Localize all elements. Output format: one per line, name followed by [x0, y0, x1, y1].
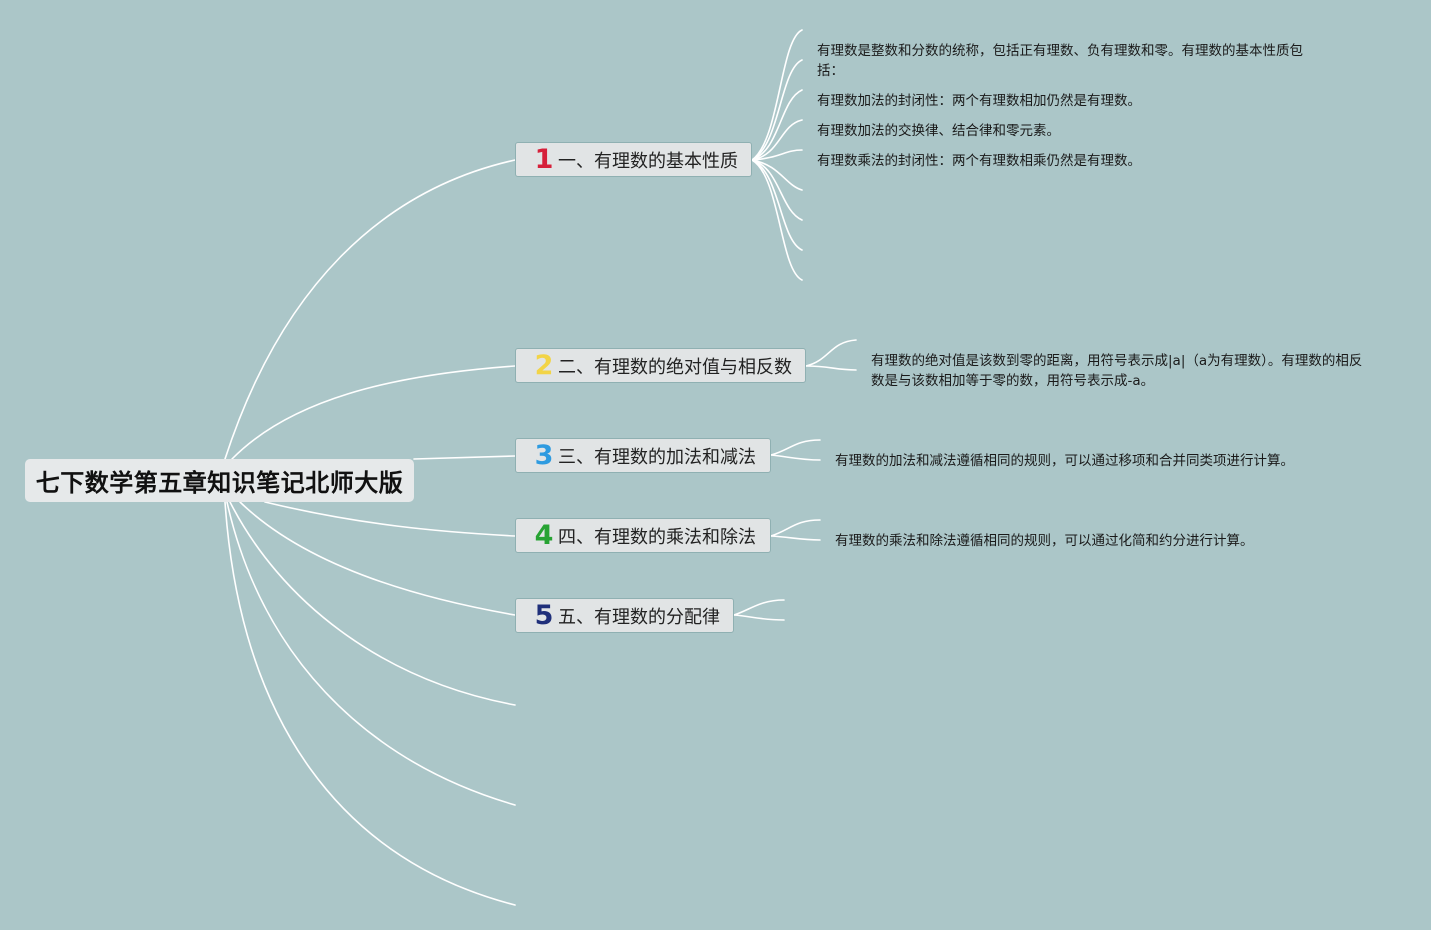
- root-topic-label: 七下数学第五章知识笔记北师大版: [35, 469, 404, 497]
- connector-t4-n1: [770, 519, 821, 537]
- topic-1-note-3[interactable]: 有理数加法的交换律、结合律和零元素。: [817, 123, 1060, 139]
- connector-t1-e3: [751, 159, 803, 251]
- connector-root-topic-4: [264, 501, 516, 537]
- topic-2[interactable]: 2 二、有理数的绝对值与相反数: [515, 348, 806, 383]
- connector-t3-n2: [770, 454, 821, 461]
- connector-t2-n2: [805, 365, 857, 371]
- connector-root-empty-2: [226, 501, 516, 806]
- topic-1-note-2[interactable]: 有理数加法的封闭性：两个有理数相加仍然是有理数。: [817, 93, 1141, 109]
- connector-root-empty-1: [229, 501, 516, 706]
- connector-t5-n1: [733, 599, 785, 616]
- connector-root-topic-2: [231, 365, 516, 460]
- root-topic[interactable]: 七下数学第五章知识笔记北师大版: [25, 459, 414, 502]
- topic-1-note-4[interactable]: 有理数乘法的封闭性：两个有理数相乘仍然是有理数。: [817, 153, 1141, 169]
- topic-5[interactable]: 5 五、有理数的分配律: [515, 598, 734, 633]
- connector-root-topic-1: [224, 159, 516, 460]
- connector-t4-n2: [770, 535, 821, 541]
- number-2-icon: 2: [534, 350, 554, 381]
- topic-4-label: 四、有理数的乘法和除法: [558, 526, 756, 548]
- topic-2-label: 二、有理数的绝对值与相反数: [558, 356, 792, 378]
- connector-t1-e1: [751, 159, 803, 191]
- connector-t1-e4: [751, 159, 803, 281]
- topic-3-note-1[interactable]: 有理数的加法和减法遵循相同的规则，可以通过移项和合并同类项进行计算。: [835, 453, 1294, 469]
- connector-t1-n4: [751, 119, 803, 161]
- topic-1[interactable]: 1 一、有理数的基本性质: [515, 142, 752, 177]
- connector-t1-e2: [751, 159, 803, 221]
- connector-t1-n2: [751, 59, 803, 161]
- topic-4-note-1[interactable]: 有理数的乘法和除法遵循相同的规则，可以通过化简和约分进行计算。: [835, 533, 1254, 549]
- connector-t3-n1: [770, 439, 821, 456]
- connector-t2-n1: [805, 339, 857, 367]
- topic-4[interactable]: 4 四、有理数的乘法和除法: [515, 518, 771, 553]
- number-3-icon: 3: [534, 440, 554, 471]
- connector-t1-n3: [751, 89, 803, 161]
- topic-3[interactable]: 3 三、有理数的加法和减法: [515, 438, 771, 473]
- topic-1-label: 一、有理数的基本性质: [558, 150, 738, 172]
- topic-3-label: 三、有理数的加法和减法: [558, 446, 756, 468]
- connector-t1-n1: [751, 29, 803, 161]
- connector-root-empty-3: [224, 501, 516, 906]
- topic-1-note-1[interactable]: 有理数是整数和分数的统称，包括正有理数、负有理数和零。有理数的基本性质包括：: [817, 43, 1303, 79]
- connector-t5-n2: [733, 614, 785, 621]
- topic-5-label: 五、有理数的分配律: [558, 606, 720, 628]
- connector-t1-n5: [751, 149, 803, 161]
- number-1-icon: 1: [534, 144, 554, 175]
- topic-2-note-1[interactable]: 有理数的绝对值是该数到零的距离，用符号表示成|a|（a为有理数）。有理数的相反数…: [871, 353, 1363, 389]
- number-4-icon: 4: [534, 520, 554, 551]
- connector-root-topic-5: [239, 501, 516, 616]
- connector-root-topic-3: [413, 455, 516, 460]
- number-5-icon: 5: [534, 600, 554, 631]
